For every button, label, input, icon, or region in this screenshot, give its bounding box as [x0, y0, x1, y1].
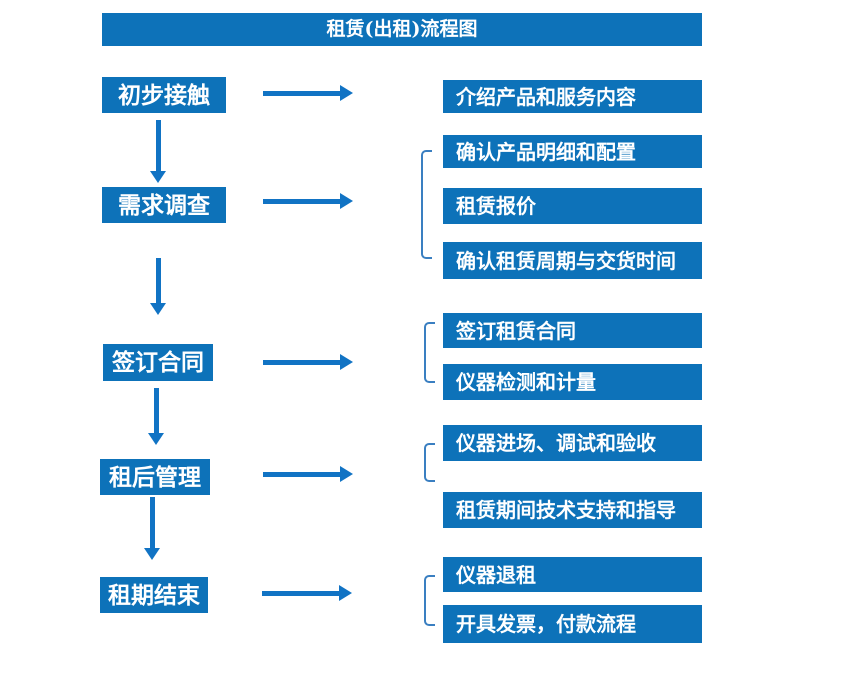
arrow-stem: [263, 471, 342, 477]
stage-box-requirements-survey: 需求调查: [102, 187, 226, 223]
arrow-head: [340, 354, 353, 370]
arrow-stem: [262, 590, 341, 596]
detail-label: 仪器进场、调试和验收: [456, 431, 656, 455]
stage-label: 签订合同: [112, 349, 204, 376]
arrow-head: [340, 193, 353, 209]
arrow-stem: [156, 120, 161, 172]
detail-box-introduce-products-services: 介绍产品和服务内容: [443, 80, 702, 113]
arrow-right-icon: [263, 85, 353, 101]
arrow-head: [150, 303, 166, 315]
title-bar: 租赁(出租)流程图: [102, 13, 702, 46]
arrow-stem: [156, 258, 161, 304]
arrow-head: [150, 171, 166, 183]
stage-box-rental-end: 租期结束: [100, 577, 208, 613]
detail-label: 介绍产品和服务内容: [456, 84, 636, 109]
arrow-right-icon: [263, 354, 353, 370]
detail-box-technical-support-guidance: 租赁期间技术支持和指导: [443, 492, 702, 528]
detail-box-instrument-testing-metering: 仪器检测和计量: [443, 364, 702, 400]
arrow-head: [339, 585, 352, 601]
stage-label: 需求调查: [118, 191, 210, 219]
arrow-stem: [263, 359, 342, 365]
detail-label: 仪器检测和计量: [456, 370, 596, 394]
detail-box-rental-quote: 租赁报价: [443, 188, 702, 224]
detail-box-sign-rental-contract: 签订租赁合同: [443, 313, 702, 348]
detail-box-instrument-entry-debug-acceptance: 仪器进场、调试和验收: [443, 425, 702, 461]
arrow-right-icon: [262, 585, 352, 601]
group-bracket-post-rental-details: [424, 443, 435, 482]
arrow-right-icon: [263, 466, 353, 482]
detail-label: 开具发票，付款流程: [456, 612, 636, 636]
stage-box-contract-signing: 签订合同: [103, 344, 213, 381]
arrow-stem: [263, 198, 342, 204]
detail-label: 租赁期间技术支持和指导: [456, 498, 676, 522]
arrow-head: [144, 548, 160, 560]
arrow-head: [340, 466, 353, 482]
group-bracket-contract-details: [424, 322, 435, 383]
arrow-stem: [150, 497, 155, 549]
detail-box-confirm-period-delivery: 确认租赁周期与交货时间: [443, 242, 702, 279]
arrow-head: [340, 85, 353, 101]
arrow-down-icon: [150, 120, 167, 183]
detail-box-confirm-product-config: 确认产品明细和配置: [443, 135, 702, 168]
arrow-stem: [154, 388, 159, 434]
stage-box-initial-contact: 初步接触: [102, 77, 226, 113]
group-bracket-rental-end-details: [424, 575, 435, 626]
detail-box-invoice-payment-process: 开具发票，付款流程: [443, 605, 702, 643]
detail-label: 租赁报价: [456, 194, 536, 218]
arrow-down-icon: [148, 388, 165, 445]
detail-label: 仪器退租: [456, 562, 536, 587]
page-title: 租赁(出租)流程图: [326, 18, 478, 40]
arrow-down-icon: [144, 497, 161, 560]
arrow-right-icon: [263, 193, 353, 209]
detail-box-instrument-return: 仪器退租: [443, 557, 702, 592]
detail-label: 签订租赁合同: [456, 318, 576, 343]
arrow-head: [148, 433, 164, 445]
arrow-down-icon: [150, 258, 167, 315]
group-bracket-requirements-details: [421, 150, 432, 259]
detail-label: 确认租赁周期与交货时间: [456, 248, 676, 273]
detail-label: 确认产品明细和配置: [456, 139, 636, 164]
arrow-stem: [263, 90, 342, 96]
stage-label: 租后管理: [109, 463, 201, 491]
stage-box-post-rental-management: 租后管理: [100, 459, 210, 495]
stage-label: 租期结束: [108, 581, 200, 609]
stage-label: 初步接触: [118, 81, 210, 109]
